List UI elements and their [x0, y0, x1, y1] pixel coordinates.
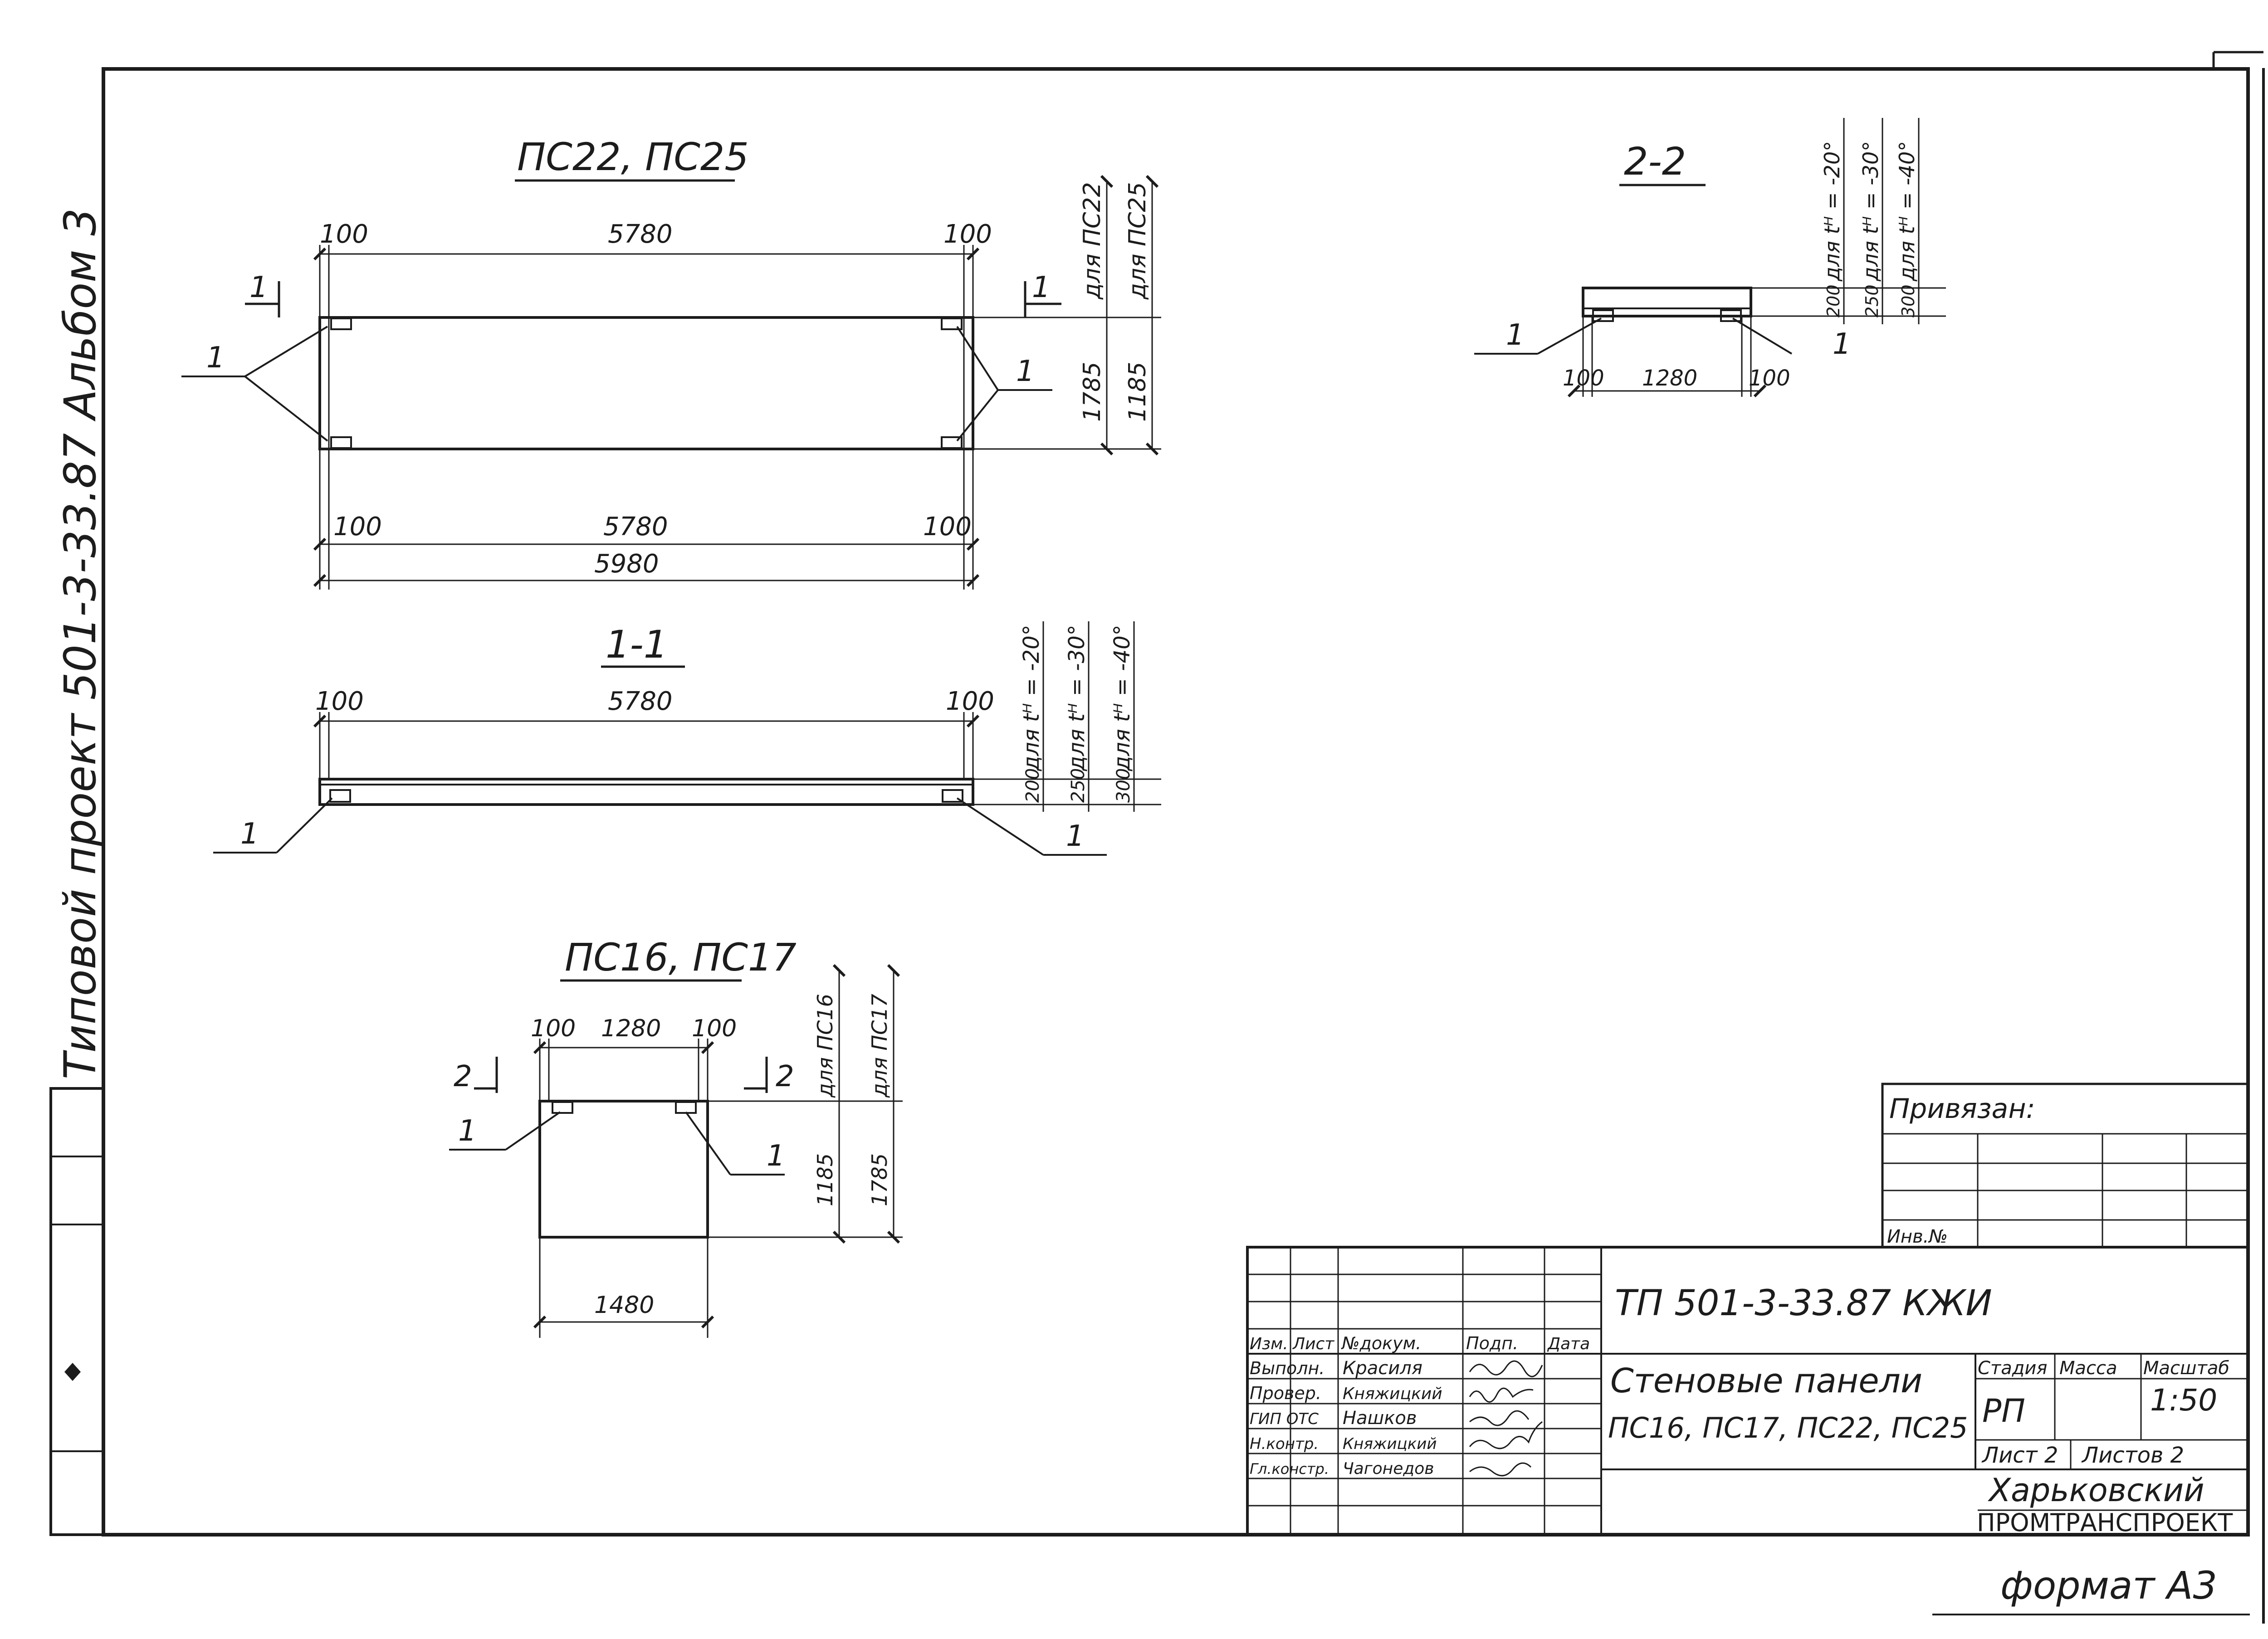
side-stamp-text: Типовой проект 501-3-33.87 Альбом 3 [55, 208, 106, 1079]
thickness-value: 300 [1113, 768, 1134, 803]
name-label: Княжицкий [1343, 1435, 1437, 1453]
sheet-frame [49, 51, 2265, 1624]
dim-right: 100 [692, 1015, 737, 1042]
name-label: Красиля [1343, 1358, 1422, 1379]
dim-middle: 5780 [603, 512, 668, 541]
thickness-label: для tᴴ = -40° [1895, 141, 1919, 282]
doc-title-line2: ПС16, ПС17, ПС22, ПС25 [1608, 1411, 1968, 1444]
callout-label: 1 [1833, 327, 1851, 361]
dim-height: 1185 [1124, 362, 1151, 422]
dim-total: 5980 [594, 549, 659, 579]
thickness-label: для tᴴ = -20° [1820, 141, 1844, 282]
section-mark: 2 [776, 1060, 794, 1093]
dim-left: 100 [333, 512, 382, 541]
thickness-label: для tᴴ = -30° [1858, 141, 1883, 282]
stage-label: Стадия [1978, 1358, 2047, 1379]
for-label: для ПС17 [867, 994, 892, 1098]
org-name: ПРОМТРАНСПРОЕКТ [1977, 1508, 2233, 1537]
thickness-label: для tᴴ = -40° [1110, 624, 1135, 771]
dim-left: 100 [1563, 366, 1604, 391]
col-header: Лист [1292, 1335, 1334, 1353]
view-section-2-2: 2-2 100 1280 100 200 250 300 для tᴴ = -2… [1474, 118, 1946, 398]
col-header: №докум. [1341, 1333, 1421, 1353]
callout-label: 1 [1016, 355, 1035, 388]
col-header: Изм. [1250, 1335, 1288, 1353]
dim-left: 100 [315, 687, 364, 716]
document-code: ТП 501-3-33.87 КЖИ [1615, 1283, 1992, 1324]
thickness-value: 300 [1898, 284, 1918, 317]
view-section-1-1: 1-1 100 5780 100 200 250 300 для tᴴ = -2… [213, 621, 1161, 856]
thickness-value: 250 [1068, 768, 1089, 803]
attached-label: Привязан: [1889, 1093, 2035, 1125]
for-label: для ПС25 [1124, 182, 1151, 300]
callout-label: 1 [1066, 820, 1085, 853]
format-label: формат А3 [2000, 1563, 2217, 1608]
view-plan-small: ПС16, ПС17 100 1280 100 1480 1185 1785 д… [449, 935, 903, 1338]
role-label: Провер. [1250, 1383, 1321, 1403]
diamond-marker-icon [64, 1363, 81, 1381]
dim-middle: 1280 [1642, 366, 1697, 391]
section-mark: 1 [1032, 271, 1051, 304]
dim-left: 100 [320, 220, 368, 249]
signatures [1469, 1360, 1543, 1477]
thickness-label: для tᴴ = -20° [1019, 624, 1044, 771]
section-mark: 2 [454, 1060, 472, 1093]
callout-label: 1 [240, 817, 259, 851]
dim-middle: 1280 [601, 1015, 661, 1042]
dim-right: 100 [923, 512, 972, 541]
dim-middle: 5780 [608, 220, 673, 249]
thickness-value: 250 [1862, 284, 1882, 317]
sheets-label: Листов 2 [2081, 1443, 2184, 1468]
view-title: 1-1 [606, 622, 668, 667]
org-name: Харьковский [1987, 1472, 2204, 1509]
thickness-value: 200 [1022, 768, 1043, 803]
callout-label: 1 [767, 1139, 785, 1173]
role-label: Гл.констр. [1250, 1460, 1329, 1478]
callout-label: 1 [1506, 318, 1525, 352]
name-label: Княжицкий [1343, 1385, 1442, 1403]
callout-label: 1 [206, 341, 225, 375]
view-title: ПС22, ПС25 [517, 135, 749, 179]
view-title: 2-2 [1624, 139, 1686, 184]
dim-height: 1785 [1079, 362, 1106, 422]
role-label: ГИП ОТС [1250, 1410, 1319, 1428]
dim-height: 1185 [813, 1153, 837, 1206]
for-label: для ПС16 [813, 994, 837, 1098]
scale-value: 1:50 [2150, 1383, 2217, 1418]
view-plan-large: ПС22, ПС25 100 5780 100 100 5780 100 598… [181, 135, 1161, 590]
mass-label: Масса [2059, 1358, 2117, 1379]
stage-value: РП [1982, 1392, 2025, 1429]
dim-right: 100 [1749, 366, 1790, 391]
dim-total: 1480 [594, 1292, 654, 1319]
section-mark: 1 [249, 271, 268, 304]
dim-right: 100 [943, 220, 992, 249]
for-label: для ПС22 [1079, 182, 1106, 300]
dim-right: 100 [946, 687, 994, 716]
title-block: Привязан: Инв.№ Изм. Лист №докум. Подп. … [1246, 1083, 2249, 1537]
thickness-value: 200 [1823, 284, 1843, 317]
dim-middle: 5780 [608, 687, 673, 716]
doc-title-line1: Стеновые панели [1610, 1361, 1922, 1400]
thickness-label: для tᴴ = -30° [1064, 624, 1090, 771]
callout-label: 1 [458, 1114, 477, 1148]
name-label: Нашков [1343, 1408, 1417, 1429]
dim-left: 100 [531, 1015, 576, 1042]
inventory-label: Инв.№ [1887, 1226, 1948, 1247]
scale-label: Масштаб [2143, 1358, 2229, 1379]
dim-height: 1785 [867, 1153, 892, 1206]
col-header: Дата [1547, 1335, 1590, 1353]
sheet-label: Лист 2 [1981, 1443, 2058, 1468]
col-header: Подп. [1466, 1333, 1518, 1353]
role-label: Н.контр. [1250, 1435, 1319, 1453]
view-title: ПС16, ПС17 [565, 935, 797, 980]
role-label: Выполн. [1250, 1358, 1325, 1378]
name-label: Чагонедов [1343, 1459, 1434, 1478]
